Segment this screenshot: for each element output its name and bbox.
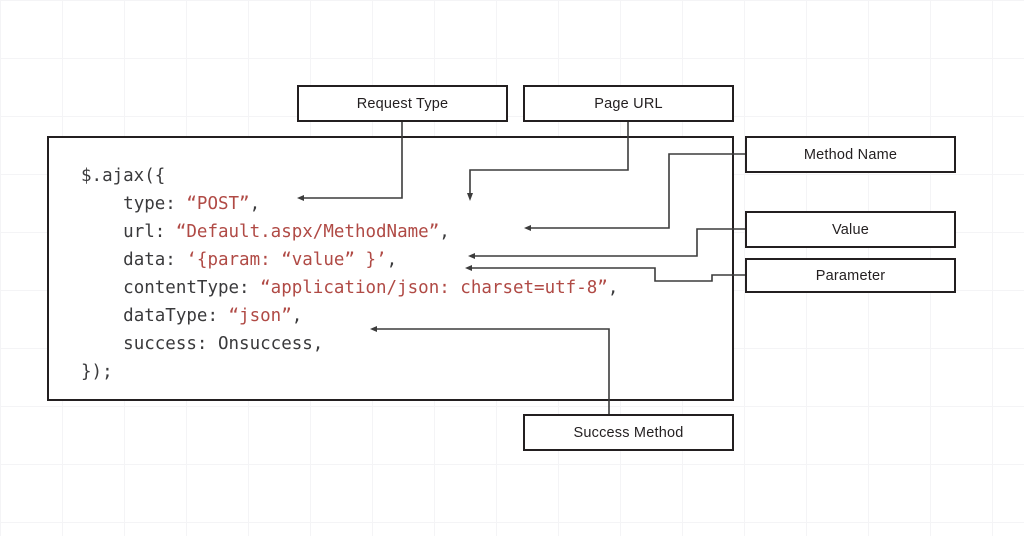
- code-line-line-close: });: [81, 358, 618, 386]
- callout-box-method-name[interactable]: Method Name: [745, 136, 956, 173]
- code-token-plain: data:: [123, 250, 187, 270]
- code-token-plain: type:: [123, 194, 187, 214]
- code-snippet-box: $.ajax({ type: “POST”, url: “Default.asp…: [47, 136, 734, 401]
- callout-label-request-type: Request Type: [356, 95, 449, 112]
- code-token-plain: dataType:: [123, 306, 229, 326]
- code-token-plain: ,: [291, 306, 303, 326]
- code-indent: [81, 194, 123, 214]
- code-token-string: ‘{param: “value” }’: [186, 250, 387, 270]
- code-token-plain: ,: [439, 222, 450, 242]
- code-indent: [81, 278, 123, 298]
- code-line-line-data: data: ‘{param: “value” }’,: [81, 246, 618, 274]
- callout-box-request-type[interactable]: Request Type: [297, 85, 508, 122]
- code-token-plain: ,: [249, 194, 261, 214]
- callout-label-method-name: Method Name: [803, 146, 898, 163]
- code-indent: [81, 250, 123, 270]
- code-token-string: “json”: [228, 306, 292, 326]
- code-line-line-datatype: dataType: “json”,: [81, 302, 618, 330]
- callout-label-success-method: Success Method: [573, 424, 684, 441]
- code-token-plain: url:: [123, 222, 176, 242]
- code-token-plain: $.ajax({: [81, 166, 166, 186]
- code-line-line-success: success: Onsuccess,: [81, 330, 618, 358]
- code-token-plain: ,: [607, 278, 619, 298]
- code-indent: [81, 306, 123, 326]
- code-token-string: “application/json: charset=utf-8”: [260, 278, 608, 298]
- code-token-plain: ,: [386, 250, 398, 270]
- callout-box-value[interactable]: Value: [745, 211, 956, 248]
- code-line-line-contenttype: contentType: “application/json: charset=…: [81, 274, 618, 302]
- callout-box-success-method[interactable]: Success Method: [523, 414, 734, 451]
- code-token-plain: });: [81, 362, 113, 382]
- callout-label-parameter: Parameter: [815, 267, 886, 284]
- callout-box-page-url[interactable]: Page URL: [523, 85, 734, 122]
- code-line-line-url: url: “Default.aspx/MethodName”,: [81, 218, 618, 246]
- code-token-string: “POST”: [186, 194, 250, 214]
- callout-label-page-url: Page URL: [594, 95, 663, 112]
- callout-box-parameter[interactable]: Parameter: [745, 258, 956, 293]
- code-token-plain: contentType:: [123, 278, 261, 298]
- code-indent: [81, 222, 123, 242]
- code-token-string: “Default.aspx/MethodName”: [175, 222, 440, 242]
- callout-label-value: Value: [831, 221, 869, 238]
- code-snippet-text: $.ajax({ type: “POST”, url: “Default.asp…: [81, 162, 618, 386]
- code-line-line-open: $.ajax({: [81, 162, 618, 190]
- code-line-line-type: type: “POST”,: [81, 190, 618, 218]
- code-indent: [81, 334, 123, 354]
- code-token-plain: success: Onsuccess,: [123, 334, 324, 354]
